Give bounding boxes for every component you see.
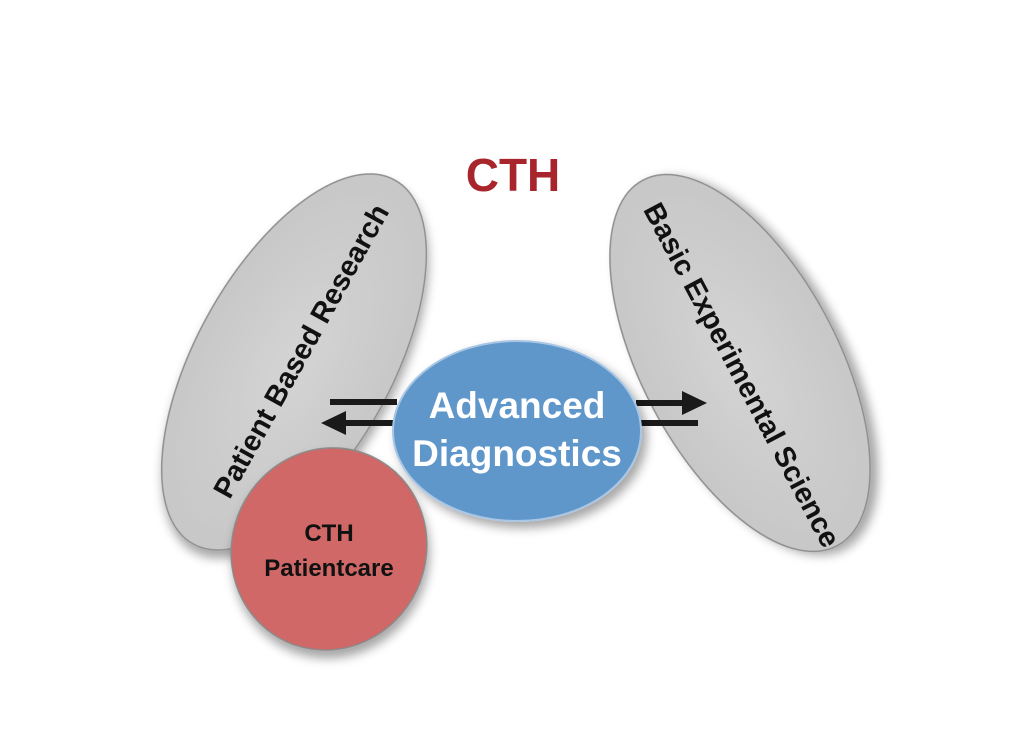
diagnostics-shape	[392, 340, 642, 522]
arrow-right-icon	[636, 391, 707, 426]
advanced-diagnostics-oval: Advanced Diagnostics	[392, 340, 642, 522]
left-oval-shape	[160, 173, 428, 551]
right-oval-shape	[609, 173, 871, 553]
arrow-left-head	[321, 411, 346, 435]
diagnostics-line-1: Advanced	[429, 385, 606, 426]
arrow-right-lower-bar	[636, 420, 698, 426]
diagram-title: CTH	[466, 149, 561, 201]
patientcare-line-1: CTH	[304, 520, 353, 547]
arrow-left-icon	[321, 399, 397, 435]
diagnostics-line-2: Diagnostics	[412, 433, 622, 474]
patientcare-shape	[230, 447, 428, 651]
patientcare-line-2: Patientcare	[264, 555, 393, 582]
arrow-left-lower-bar	[338, 420, 397, 426]
arrow-left-upper-bar	[330, 399, 397, 405]
cth-patientcare-circle: CTH Patientcare	[230, 447, 428, 651]
arrow-right-upper-bar	[636, 400, 692, 406]
basic-experimental-science-oval: Basic Experimental Science	[609, 173, 871, 553]
arrow-right-head	[682, 391, 707, 415]
